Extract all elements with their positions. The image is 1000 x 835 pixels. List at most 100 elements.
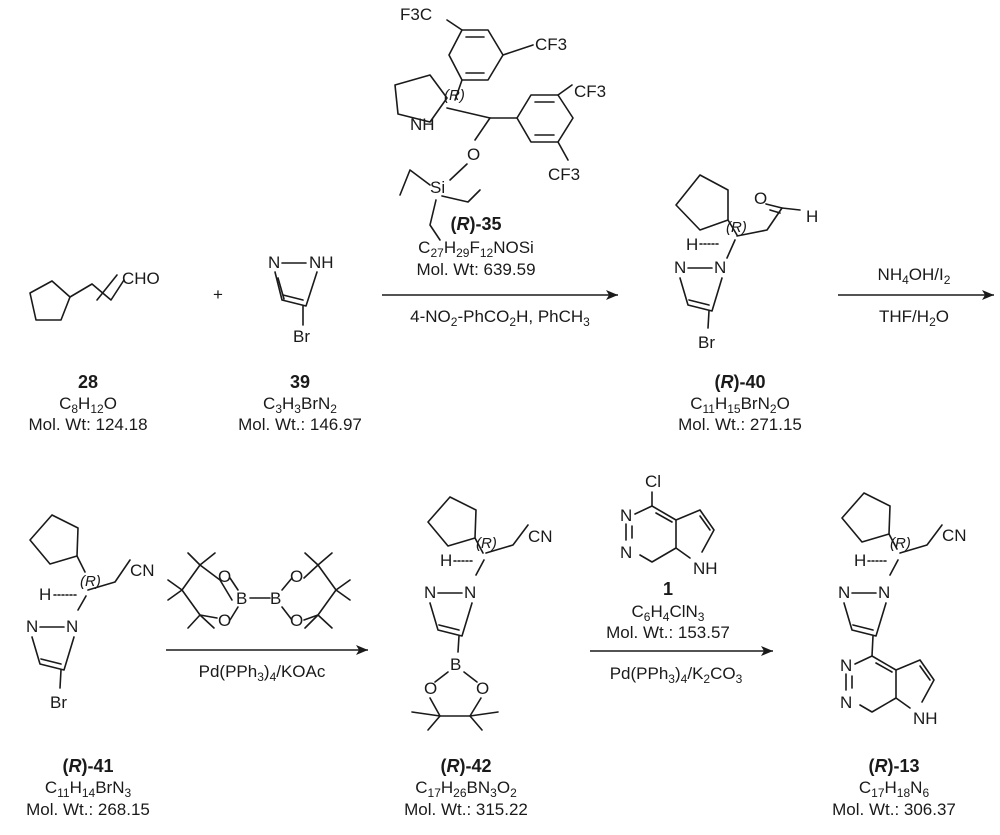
atom-si: Si xyxy=(430,178,445,197)
compound-1-formula: C6H4ClN3 xyxy=(632,602,705,624)
arrow-2-solvent: THF/H2O xyxy=(879,307,949,329)
compound-42-structure: (R) CN H N N B O O xyxy=(412,497,553,730)
compound-28-info: 28 C8H12O Mol. Wt: 124.18 xyxy=(28,372,147,434)
atom-o: O xyxy=(424,679,437,698)
atom-h: H xyxy=(440,551,452,570)
compound-40-formula: C11H15BrN2O xyxy=(690,394,790,416)
stereo-r: (R) xyxy=(726,219,747,236)
atom-n: N xyxy=(620,543,632,562)
compound-28-label: 28 xyxy=(78,372,98,392)
catalyst-35-structure: F3C CF3 (R) NH O Si CF3 CF3 xyxy=(395,5,606,240)
atom-nh: NH xyxy=(693,559,718,578)
compound-41-info: (R)-41 C11H14BrN3 Mol. Wt.: 268.15 xyxy=(26,756,150,819)
catalyst-35-formula: C27H29F12NOSi xyxy=(418,238,534,260)
compound-42-mw: Mol. Wt.: 315.22 xyxy=(404,800,528,819)
compound-40-label: (R)-40 xyxy=(714,372,765,392)
catalyst-35-info: (R)-35 C27H29F12NOSi Mol. Wt: 639.59 xyxy=(416,214,535,279)
atom-br: Br xyxy=(698,333,715,352)
compound-42-formula: C17H26BN3O2 xyxy=(415,778,517,800)
atom-o: O xyxy=(218,611,231,630)
atom-n: N xyxy=(838,583,850,602)
compound-13-label: (R)-13 xyxy=(868,756,919,776)
b2pin2-structure: O O B B O O xyxy=(168,553,350,630)
atom-n: N xyxy=(66,617,78,636)
atom-h: H xyxy=(39,585,51,604)
atom-h: H xyxy=(806,207,818,226)
compound-1-mw: Mol. Wt.: 153.57 xyxy=(606,623,730,642)
compound-40-info: (R)-40 C11H15BrN2O Mol. Wt.: 271.15 xyxy=(678,372,802,434)
atom-cf3-bottom: CF3 xyxy=(548,165,580,184)
atom-o: O xyxy=(290,611,303,630)
compound-13-structure: (R) CN H N N N N NH xyxy=(838,493,967,728)
compound-39-mw: Mol. Wt.: 146.97 xyxy=(238,415,362,434)
atom-cn: CN xyxy=(130,561,155,580)
compound-13-info: (R)-13 C17H18N6 Mol. Wt.: 306.37 xyxy=(832,756,956,819)
arrow-4-conditions: Pd(PPh3)4/K2CO3 xyxy=(610,664,743,686)
compound-13-mw: Mol. Wt.: 306.37 xyxy=(832,800,956,819)
atom-o: O xyxy=(754,189,767,208)
compound-13-formula: C17H18N6 xyxy=(859,778,930,800)
catalyst-35-label: (R)-35 xyxy=(450,214,501,234)
atom-cf3-mid: CF3 xyxy=(574,82,606,101)
atom-n: N xyxy=(26,617,38,636)
atom-nh: NH xyxy=(309,253,334,272)
atom-cn: CN xyxy=(528,527,553,546)
atom-nh: NH xyxy=(410,115,435,134)
atom-n: N xyxy=(464,583,476,602)
aldehyde-label: CHO xyxy=(122,269,160,288)
compound-28-formula: C8H12O xyxy=(59,394,117,416)
atom-b: B xyxy=(270,589,281,608)
arrow-3-conditions: Pd(PPh3)4/KOAc xyxy=(199,662,326,684)
atom-n: N xyxy=(878,583,890,602)
compound-42-label: (R)-42 xyxy=(440,756,491,776)
atom-f3c: F3C xyxy=(400,5,432,24)
atom-n: N xyxy=(840,656,852,675)
atom-n: N xyxy=(424,583,436,602)
compound-1-structure: Cl N N NH xyxy=(620,472,718,578)
catalyst-35-mw: Mol. Wt: 639.59 xyxy=(416,260,535,279)
atom-n: N xyxy=(840,693,852,712)
compound-40-mw: Mol. Wt.: 271.15 xyxy=(678,415,802,434)
atom-cn: CN xyxy=(942,526,967,545)
compound-39-label: 39 xyxy=(290,372,310,392)
atom-h: H xyxy=(854,551,866,570)
arrow-1-conditions: 4-NO2-PhCO2H, PhCH3 xyxy=(410,307,590,329)
compound-39-info: 39 C3H3BrN2 Mol. Wt.: 146.97 xyxy=(238,372,362,434)
stereo-r: (R) xyxy=(890,535,911,552)
atom-b: B xyxy=(450,655,461,674)
atom-cl: Cl xyxy=(645,472,661,491)
atom-n: N xyxy=(714,258,726,277)
atom-o: O xyxy=(476,679,489,698)
compound-39-structure: N NH Br xyxy=(268,253,334,346)
compound-28-structure: CHO xyxy=(30,269,160,320)
compound-28-mw: Mol. Wt: 124.18 xyxy=(28,415,147,434)
compound-41-structure: (R) CN H N N Br xyxy=(26,515,155,712)
atom-br: Br xyxy=(293,327,310,346)
compound-39-formula: C3H3BrN2 xyxy=(263,394,337,416)
atom-nh: NH xyxy=(913,709,938,728)
atom-n: N xyxy=(620,506,632,525)
arrow-2-reagents: NH4OH/I2 xyxy=(878,265,951,287)
atom-n: N xyxy=(674,258,686,277)
reaction-arrow-1: 4-NO2-PhCO2H, PhCH3 xyxy=(382,295,618,329)
compound-41-formula: C11H14BrN3 xyxy=(45,778,132,800)
compound-1-info: 1 C6H4ClN3 Mol. Wt.: 153.57 xyxy=(606,579,730,642)
compound-41-mw: Mol. Wt.: 268.15 xyxy=(26,800,150,819)
atom-br: Br xyxy=(50,693,67,712)
atom-cf3-top: CF3 xyxy=(535,35,567,54)
reaction-arrow-4: Pd(PPh3)4/K2CO3 xyxy=(590,651,773,686)
compound-42-info: (R)-42 C17H26BN3O2 Mol. Wt.: 315.22 xyxy=(404,756,528,819)
atom-h: H xyxy=(686,235,698,254)
compound-40-structure: (R) O H H N N Br xyxy=(674,175,818,352)
atom-n: N xyxy=(268,253,280,272)
compound-41-label: (R)-41 xyxy=(62,756,113,776)
stereo-r: (R) xyxy=(444,87,465,104)
atom-o: O xyxy=(467,145,480,164)
atom-o: O xyxy=(218,567,231,586)
reaction-arrow-2: NH4OH/I2 THF/H2O xyxy=(838,265,994,329)
plus-sign: + xyxy=(213,285,223,304)
reaction-arrow-3: Pd(PPh3)4/KOAc xyxy=(166,650,368,684)
compound-1-label: 1 xyxy=(663,579,673,599)
atom-o: O xyxy=(290,567,303,586)
